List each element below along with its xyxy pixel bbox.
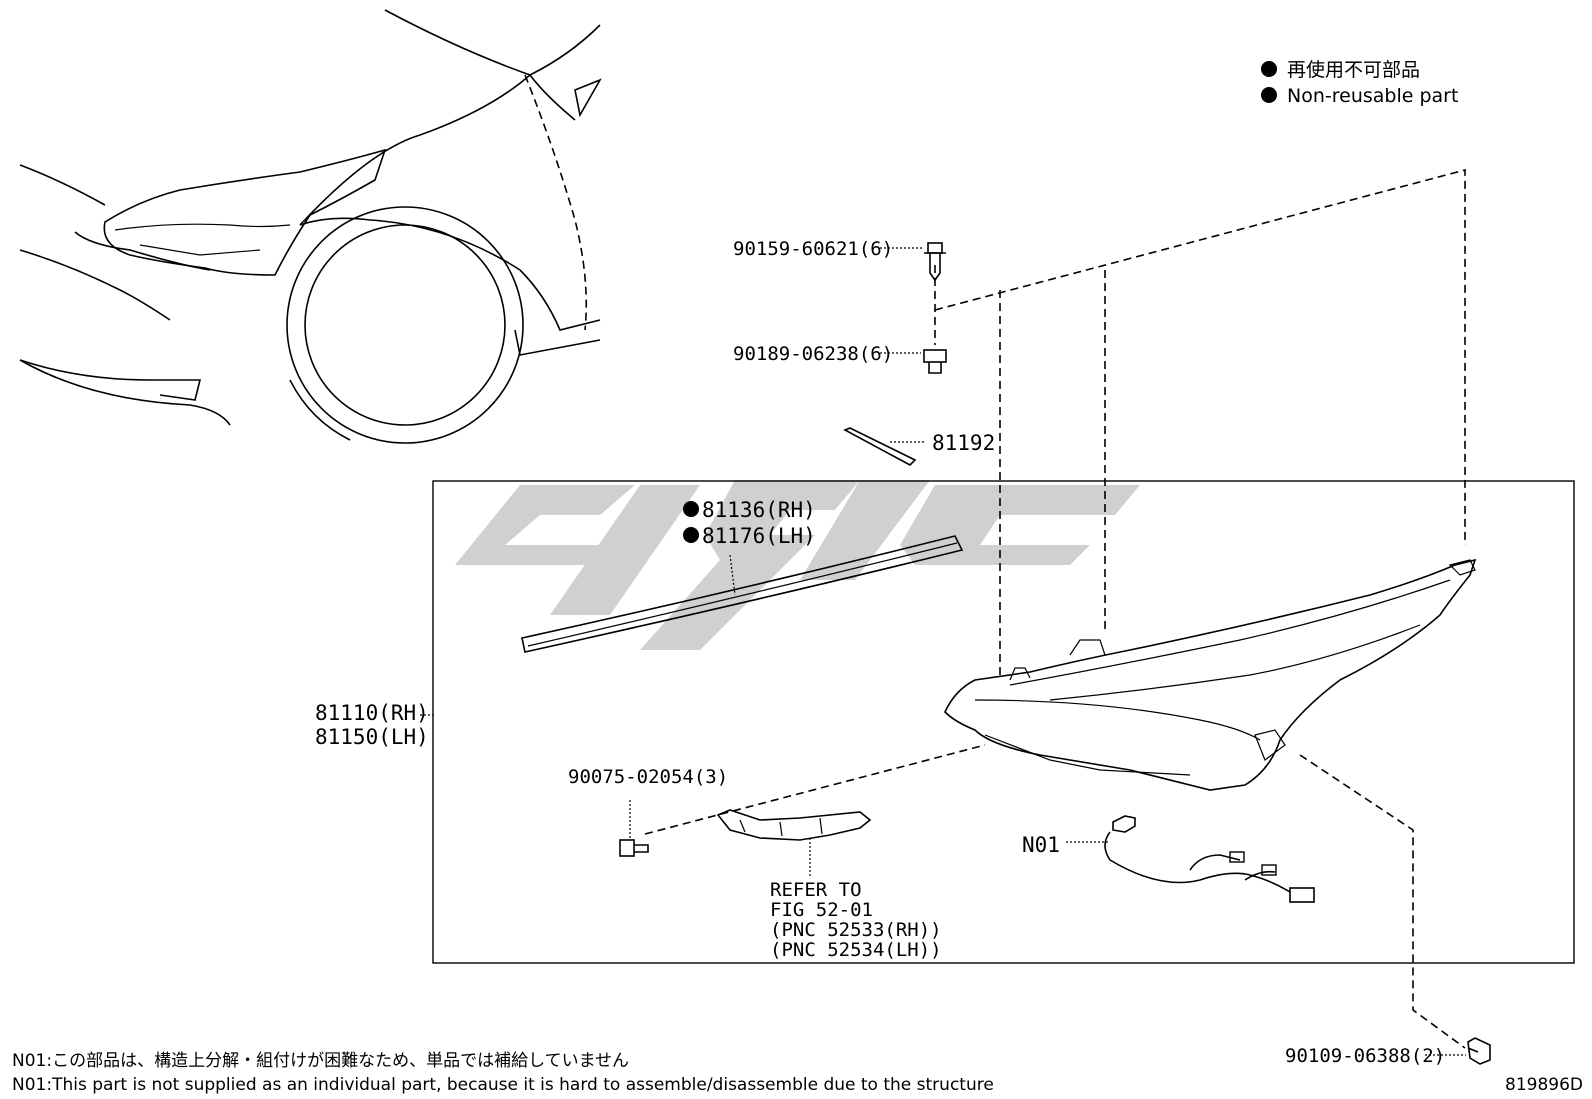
label-screw: 90075-02054(3): [568, 766, 728, 788]
label-harness: N01: [1022, 833, 1060, 857]
assembly-lines: [644, 168, 1466, 1049]
label-nut: 90189-06238(6): [733, 343, 893, 365]
non-reusable-dot-lh: [683, 527, 699, 543]
wire-harness-icon: [1104, 815, 1315, 903]
non-reusable-dot-rh: [683, 501, 699, 517]
label-bolt-top: 90159-60621(6): [733, 238, 893, 260]
label-refer-1: REFER TO: [770, 879, 862, 901]
bolt-top-icon: [924, 242, 946, 282]
label-refer-2: FIG 52-01: [770, 899, 873, 921]
figure-code: 819896D: [1505, 1075, 1583, 1095]
car-front-illustration: [19, 9, 602, 444]
label-seal: 81192: [932, 431, 995, 455]
legend-dot-1: [1261, 61, 1277, 77]
label-trim-rh: 81136(RH): [702, 498, 816, 522]
legend-text-en: Non-reusable part: [1287, 85, 1458, 107]
seal-strip-icon: [843, 427, 917, 466]
label-refer-4: (PNC 52534(LH)): [770, 939, 942, 961]
note-english: N01:This part is not supplied as an indi…: [12, 1075, 994, 1095]
label-lamp-lh: 81150(LH): [315, 725, 429, 749]
trim-strip-icon: [521, 535, 964, 653]
screw-icon: [619, 839, 649, 857]
legend-dot-2: [1261, 87, 1277, 103]
headlamp-unit-icon: [944, 558, 1477, 791]
label-lamp-rh: 81110(RH): [315, 701, 429, 725]
label-bolt-bottom: 90109-06388(2): [1285, 1045, 1445, 1067]
legend: 再使用不可部品 Non-reusable part: [1261, 59, 1458, 107]
nut-icon: [923, 349, 947, 374]
label-trim-lh: 81176(LH): [702, 524, 816, 548]
assembly-frame: [432, 480, 1575, 964]
legend-text-jp: 再使用不可部品: [1287, 59, 1420, 81]
note-japanese: N01:この部品は、構造上分解・組付けが困難なため、単品では補給していません: [12, 1051, 629, 1071]
bolt-bottom-icon: [1467, 1037, 1491, 1065]
bracket-icon: [716, 809, 872, 841]
leader-lines: [420, 247, 1466, 1056]
label-refer-3: (PNC 52533(RH)): [770, 919, 942, 941]
